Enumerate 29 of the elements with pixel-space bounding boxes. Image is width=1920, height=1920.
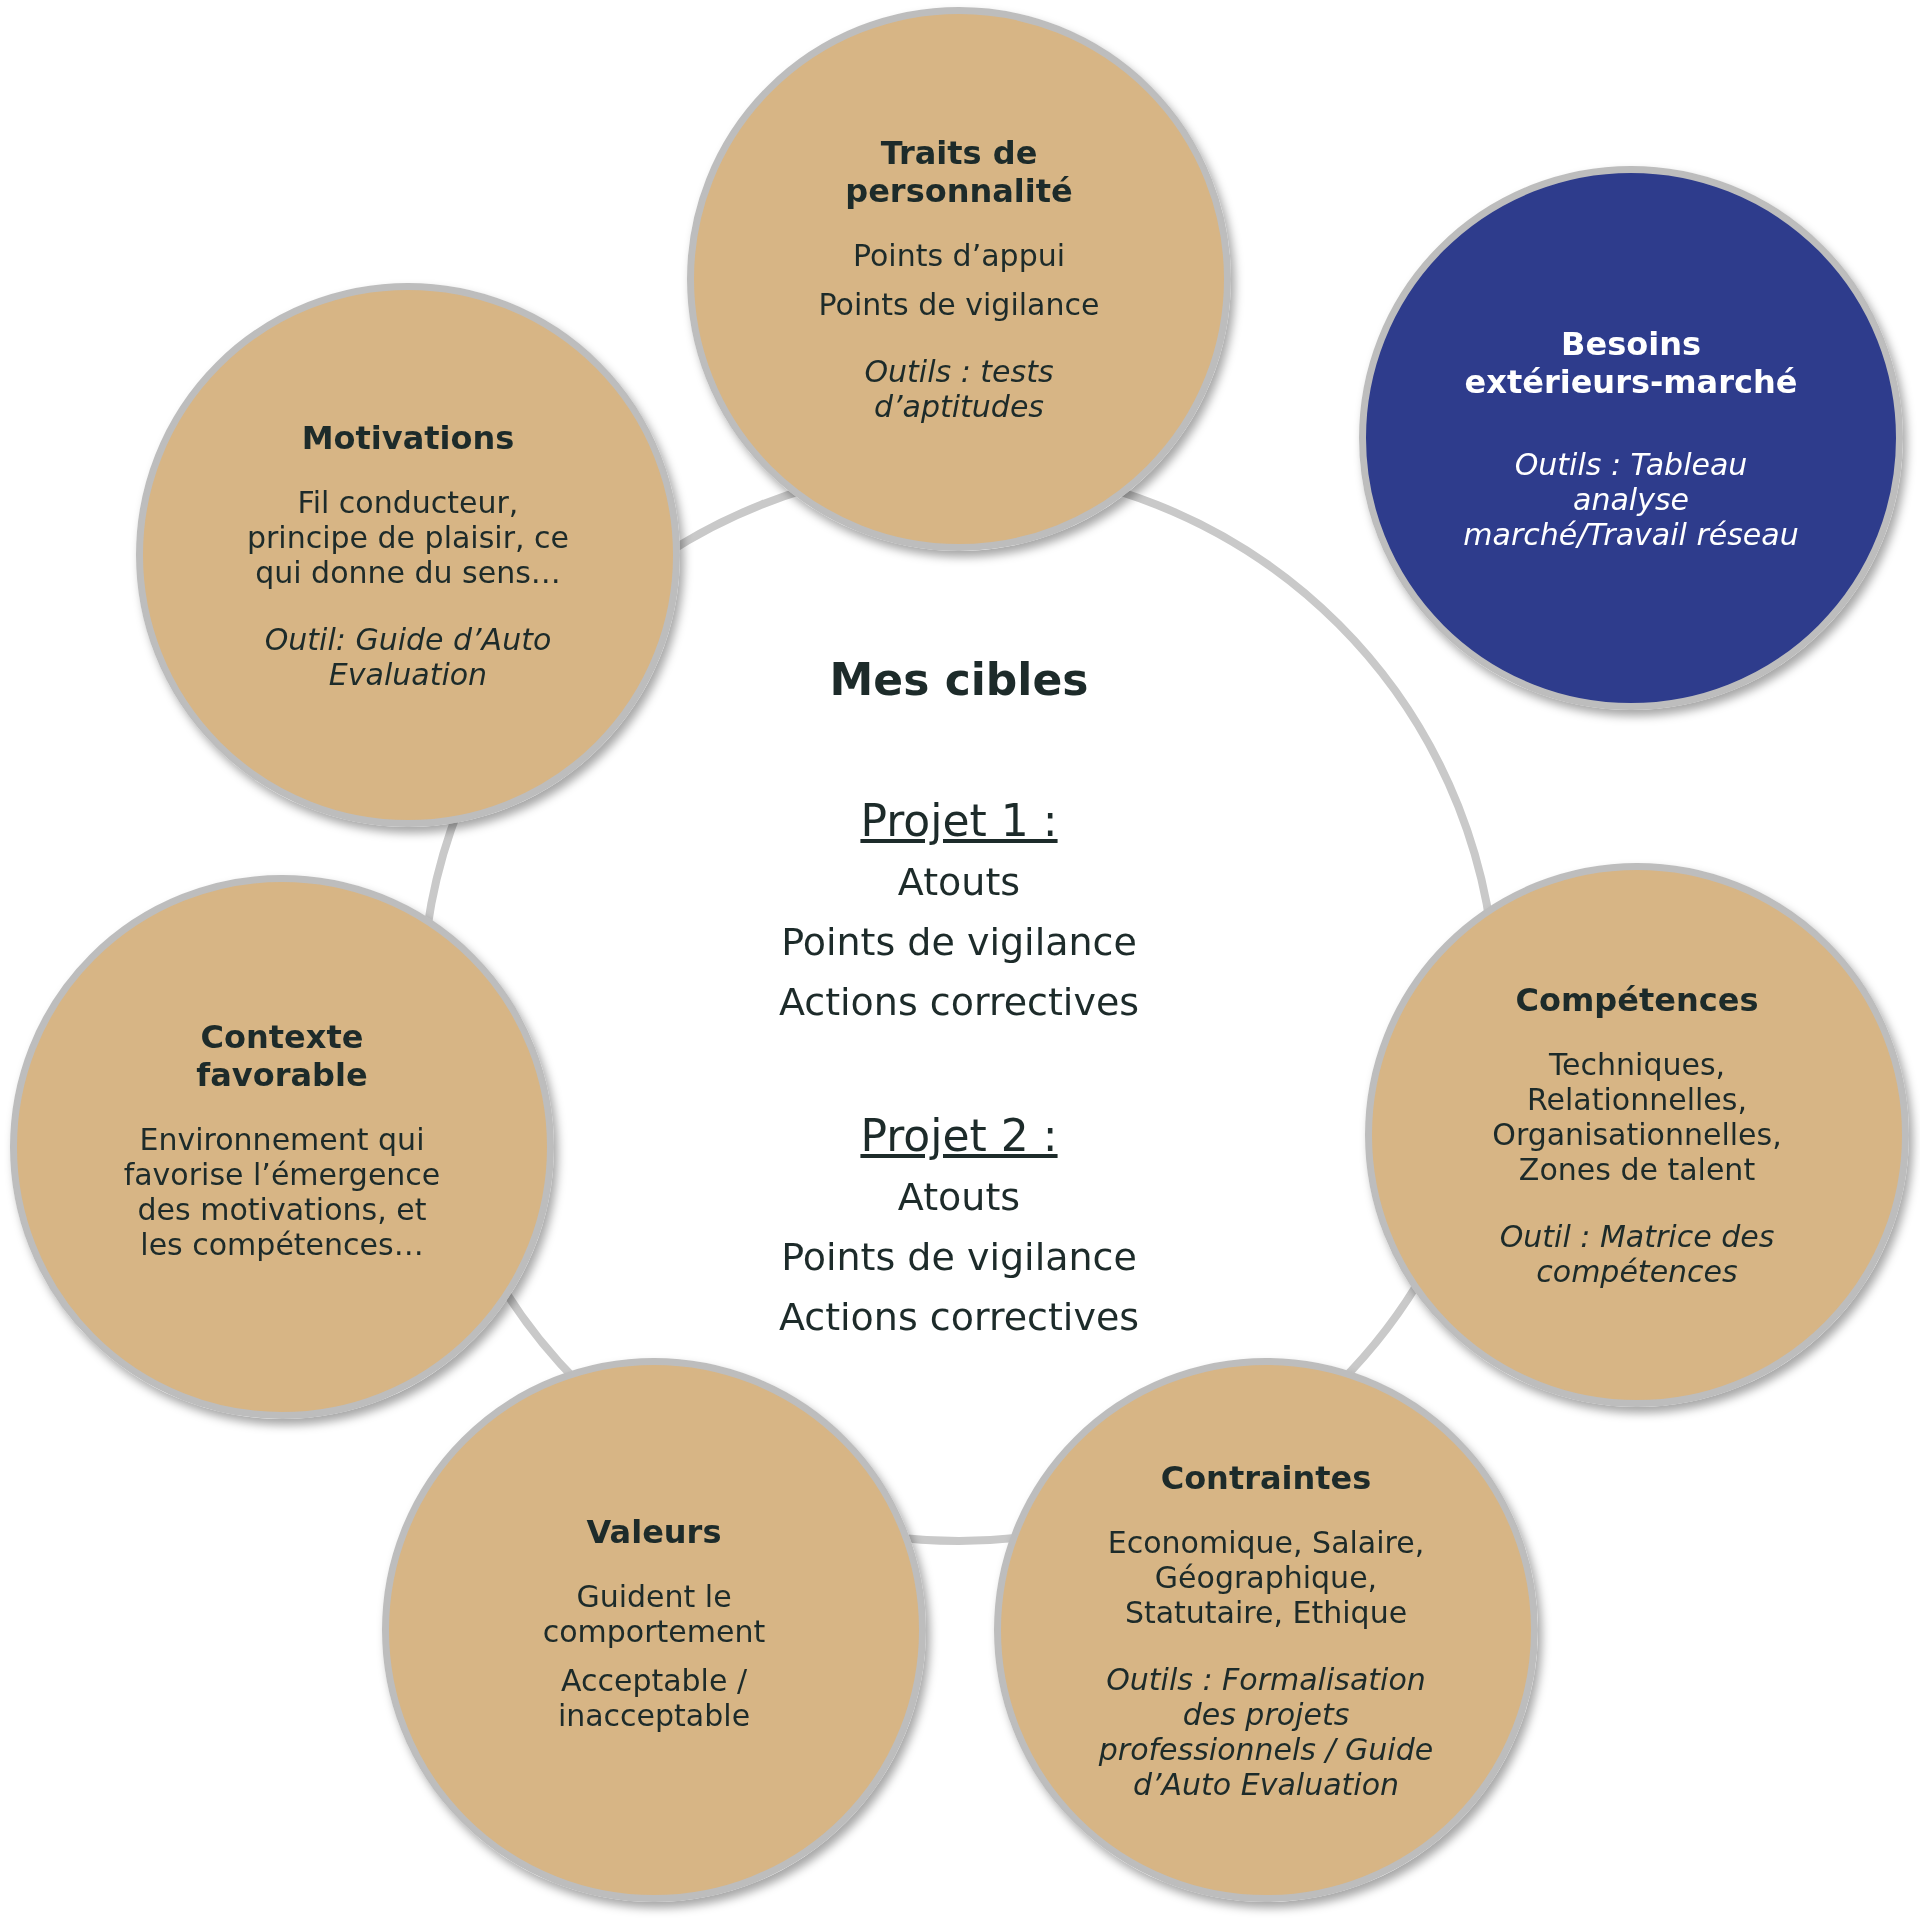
circle-text: Techniques, Relationnelles, Organisationnelles, Zones de talent bbox=[1491, 1047, 1783, 1187]
center-text: Points de vigilance bbox=[781, 1234, 1137, 1279]
center-text: Atouts bbox=[897, 859, 1021, 904]
circle-heading: Compétences bbox=[1515, 981, 1759, 1019]
project-heading: Projet 1 : bbox=[860, 794, 1058, 846]
circle-text: Economique, Salaire, Géographique, Statutaire, Ethique bbox=[1106, 1524, 1426, 1630]
center-text: Actions correctives bbox=[778, 1294, 1140, 1339]
circle-text: Guident le comportement bbox=[541, 1579, 767, 1649]
tool-note: Outil: Guide d’Auto Evaluation bbox=[263, 621, 553, 692]
center-heading: Mes cibles bbox=[829, 653, 1089, 705]
circle-text: Acceptable / inacceptable bbox=[556, 1663, 752, 1733]
circle-heading: Contexte favorable bbox=[195, 1018, 369, 1094]
circle-heading: Besoins extérieurs-marché bbox=[1463, 324, 1799, 401]
center-text: Atouts bbox=[897, 1174, 1021, 1219]
center-text: Points de vigilance bbox=[781, 919, 1137, 964]
circle-text: Environnement qui favorise l’émergence des motivations, et les compétences… bbox=[122, 1122, 442, 1262]
circle-text: Points de vigilance bbox=[818, 287, 1100, 322]
circle-heading: Motivations bbox=[301, 418, 515, 457]
center-text: Actions correctives bbox=[778, 979, 1140, 1024]
circle-heading: Contraintes bbox=[1160, 1458, 1372, 1497]
project-heading: Projet 2 : bbox=[860, 1109, 1058, 1161]
circle-heading: Valeurs bbox=[586, 1513, 722, 1551]
tool-note: Outil : Matrice des compétences bbox=[1498, 1219, 1776, 1289]
tool-note: Outils : Formalisation des projets professionnels / Guide d’Auto Evaluation bbox=[1097, 1661, 1435, 1802]
circle-text: Fil conducteur, principe de plaisir, ce qui donne du sens… bbox=[245, 484, 570, 590]
tool-note: Outils : Tableau analyse marché/Travail réseau bbox=[1462, 446, 1800, 552]
circle-text: Points d’appui bbox=[852, 238, 1066, 273]
circle-heading: Traits de personnalité bbox=[844, 134, 1074, 210]
tool-note: Outils : tests d’aptitudes bbox=[863, 354, 1055, 424]
